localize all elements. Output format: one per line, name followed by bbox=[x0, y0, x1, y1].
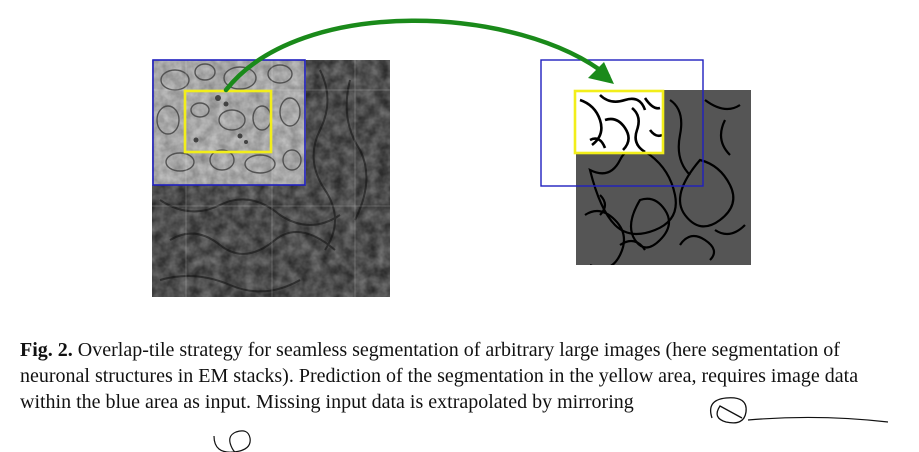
input-region-box bbox=[152, 59, 306, 186]
caption-label: Fig. 2. bbox=[20, 339, 73, 361]
figure-caption: Fig. 2. Overlap-tile strategy for seamle… bbox=[20, 337, 890, 415]
arrow-head-icon bbox=[588, 62, 614, 84]
figure bbox=[152, 18, 751, 297]
caption-text: Overlap-tile strategy for seamless segme… bbox=[20, 339, 859, 413]
seg-input-region-box bbox=[540, 59, 704, 187]
pen-scribble-mark bbox=[213, 430, 251, 452]
pen-underline-mark bbox=[747, 416, 889, 423]
mapping-arrow bbox=[223, 18, 611, 93]
seg-output-region-box bbox=[573, 89, 665, 155]
